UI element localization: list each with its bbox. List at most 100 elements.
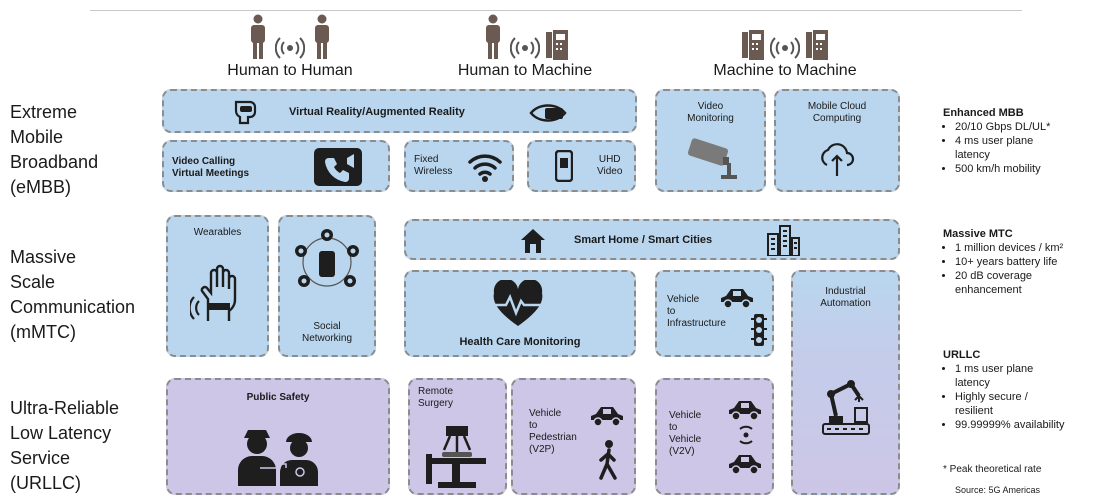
- box-label-line: UHD: [598, 154, 621, 165]
- box-label-line: (V2P): [529, 444, 555, 455]
- row-label-line: Extreme: [10, 102, 78, 122]
- pedestrian-icon: [599, 440, 617, 480]
- person-icon: [315, 14, 329, 59]
- smartphone-icon: [555, 150, 573, 182]
- column-machine-to-machine: Machine to Machine: [690, 14, 880, 80]
- box-wearables: Wearables: [166, 215, 269, 357]
- vr-headset-icon: [234, 100, 257, 125]
- row-label-mmtc: Massive Scale Communication (mMTC): [10, 245, 135, 345]
- column-label: Human to Machine: [457, 62, 593, 79]
- row-label-embb: Extreme Mobile Broadband (eMBB): [10, 100, 98, 200]
- box-label: Social Networking: [280, 321, 374, 345]
- side-note-item: 4 ms user plane latency: [955, 134, 1065, 162]
- cloud-upload-icon: [821, 143, 855, 176]
- machine-icon: [806, 30, 828, 60]
- wifi-icon: [468, 154, 502, 182]
- box-label-line: Pedestrian: [529, 432, 577, 443]
- box-virtual-reality: Virtual Reality/Augmented Reality: [162, 89, 637, 133]
- box-label-line: Monitoring: [687, 113, 734, 124]
- box-label: Vehicle to Infrastructure: [667, 294, 726, 330]
- box-smart-home: Smart Home / Smart Cities: [404, 219, 900, 260]
- wireless-signal-icon: [739, 425, 753, 445]
- side-note-item: 20/10 Gbps DL/UL*: [955, 120, 1065, 134]
- side-note-item: 99.99999% availability: [955, 418, 1065, 432]
- box-uhd-video: UHD Video: [527, 140, 636, 192]
- column-label: Machine to Machine: [713, 62, 857, 79]
- box-label-line: Video: [597, 166, 623, 177]
- box-vehicle-to-infrastructure: Vehicle to Infrastructure: [655, 270, 774, 357]
- footnote: * Peak theoretical rate: [943, 464, 1042, 475]
- side-note-item: 500 km/h mobility: [955, 162, 1065, 176]
- box-social-networking: Social Networking: [278, 215, 376, 357]
- box-label: Public Safety: [246, 392, 310, 403]
- box-label: Remote Surgery: [418, 386, 453, 410]
- box-label-line: Vehicle: [667, 294, 700, 305]
- box-label: Wearables: [193, 227, 242, 238]
- box-label-line: Wireless: [414, 166, 453, 177]
- box-label-line: Automation: [820, 298, 871, 309]
- box-label-line: Industrial: [825, 286, 866, 297]
- side-note-item: 1 million devices / km²: [955, 241, 1065, 255]
- robot-arm-icon: [822, 380, 870, 435]
- box-vehicle-to-pedestrian: Vehicle to Pedestrian (V2P): [511, 378, 636, 495]
- side-note-heading: URLLC: [943, 349, 981, 361]
- box-label-line: Vehicle: [529, 408, 562, 419]
- side-note-item: 1 ms user plane latency: [955, 362, 1065, 390]
- box-label-line: (V2V): [669, 446, 695, 457]
- box-label-line: Surgery: [418, 398, 454, 409]
- box-label: Mobile Cloud Computing: [776, 101, 898, 125]
- house-icon: [521, 229, 545, 253]
- box-label-line: Video Calling: [172, 156, 236, 167]
- wireless-signal-icon: [770, 37, 800, 59]
- box-label-line: Networking: [301, 333, 353, 344]
- box-label: Health Care Monitoring: [459, 336, 581, 348]
- city-buildings-icon: [767, 225, 800, 256]
- person-icon: [251, 14, 265, 59]
- column-human-to-machine: Human to Machine: [430, 14, 620, 80]
- box-label-line: Remote: [418, 386, 454, 397]
- row-label-line: Low Latency: [10, 423, 112, 443]
- row-label-urllc: Ultra-Reliable Low Latency Service (URLL…: [10, 396, 119, 496]
- row-label-line: Broadband: [10, 152, 99, 172]
- car-icon: [729, 401, 761, 421]
- row-label-line: Massive: [10, 247, 77, 267]
- car-icon: [591, 407, 623, 427]
- box-label-line: to: [669, 422, 678, 433]
- box-label-line: Vehicle: [669, 410, 702, 421]
- box-label-line: Computing: [812, 113, 862, 124]
- box-remote-surgery: Remote Surgery: [408, 378, 507, 495]
- row-label-line: Service: [10, 448, 71, 468]
- traffic-light-icon: [751, 314, 767, 346]
- box-label-line: Vehicle: [669, 434, 702, 445]
- box-video-monitoring: Video Monitoring: [655, 89, 766, 192]
- car-icon: [729, 455, 761, 475]
- box-health-care: Health Care Monitoring: [404, 270, 636, 357]
- wireless-signal-icon: [510, 37, 540, 59]
- side-note-item: 20 dB coverage enhancement: [955, 269, 1065, 297]
- side-note-heading: Enhanced MBB: [943, 107, 1024, 119]
- box-label-line: Infrastructure: [667, 318, 726, 329]
- side-note-embb: Enhanced MBB 20/10 Gbps DL/UL* 4 ms user…: [943, 106, 1065, 176]
- box-label: Video Monitoring: [657, 101, 764, 125]
- row-label-line: (mMTC): [10, 322, 76, 342]
- machine-icon: [546, 30, 568, 60]
- top-divider: [90, 10, 1022, 11]
- box-label: Vehicle to Vehicle (V2V): [669, 410, 701, 458]
- ar-eye-icon: [529, 104, 567, 122]
- side-note-urllc: URLLC 1 ms user plane latency Highly sec…: [943, 348, 1065, 432]
- box-label: Virtual Reality/Augmented Reality: [289, 106, 465, 118]
- box-label-line: to: [529, 420, 538, 431]
- side-note-item: 10+ years battery life: [955, 255, 1065, 269]
- box-video-calling: Video Calling Virtual Meetings: [162, 140, 390, 192]
- box-label: Industrial Automation: [793, 286, 898, 310]
- box-label: UHD Video: [597, 154, 622, 178]
- box-label-line: Video: [697, 101, 724, 112]
- video-call-icon: [314, 148, 362, 186]
- box-label-line: Social: [313, 321, 341, 332]
- row-label-line: Scale: [10, 272, 56, 292]
- row-label-line: (eMBB): [10, 177, 72, 197]
- security-camera-icon: [687, 138, 737, 179]
- box-label-line: Mobile Cloud: [807, 101, 867, 112]
- row-label-line: Communication: [10, 297, 136, 317]
- box-public-safety: Public Safety: [166, 378, 390, 495]
